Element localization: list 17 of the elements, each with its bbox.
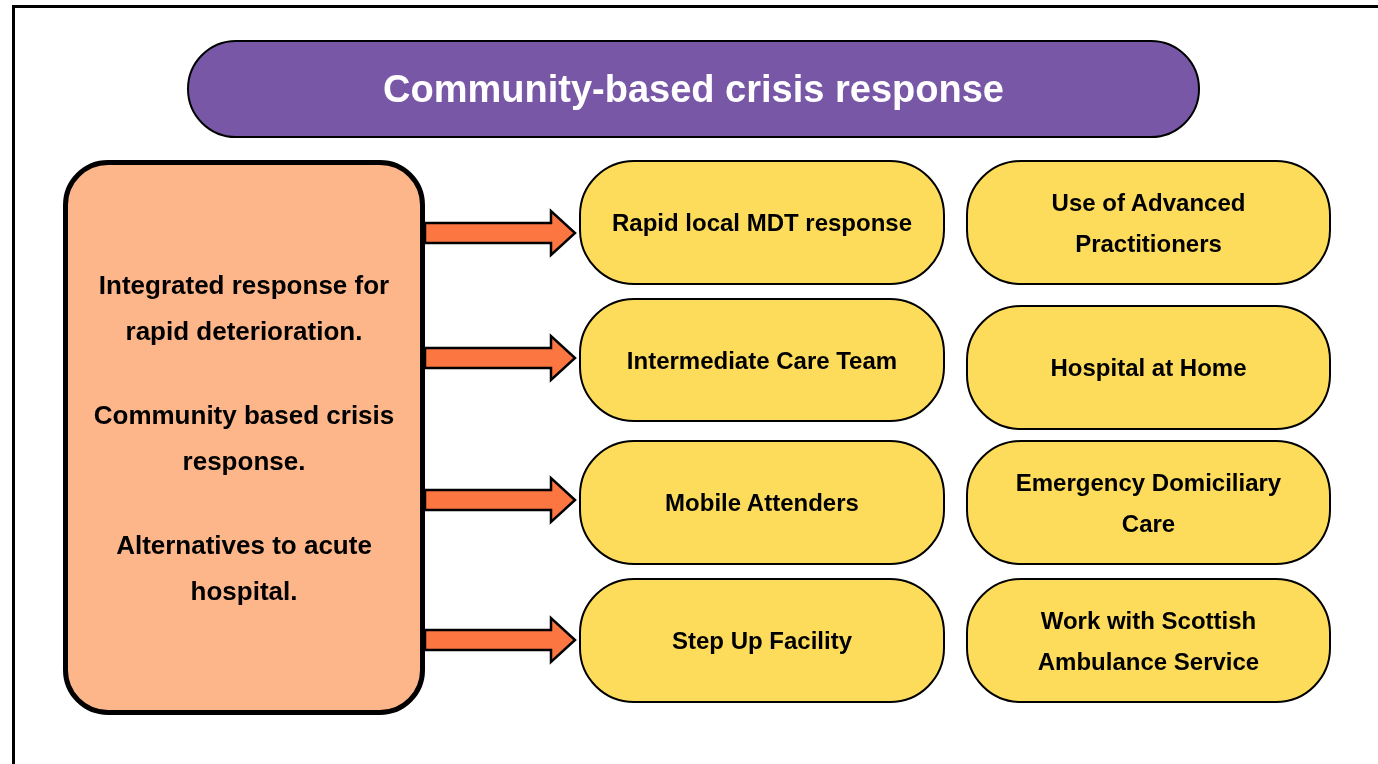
summary-box	[63, 160, 425, 715]
service-label: Emergency Domiciliary Care	[1014, 467, 1283, 539]
service-label: Step Up Facility	[671, 626, 852, 656]
block-arrow	[423, 208, 577, 258]
block-arrow	[423, 475, 577, 525]
service-label: Rapid local MDT response	[611, 208, 913, 238]
block-arrow	[423, 333, 577, 383]
service-label: Work with Scottish Ambulance Service	[1036, 605, 1261, 677]
summary-text: Integrated response for rapid deterioration.	[97, 268, 391, 348]
block-arrow	[423, 615, 577, 665]
service-label: Mobile Attenders	[665, 488, 859, 518]
summary-text: Community based crisis response.	[92, 398, 396, 478]
service-label: Use of Advanced Practitioners	[1050, 187, 1247, 259]
service-label: Intermediate Care Team	[626, 345, 898, 376]
title-banner: Community-based crisis response	[187, 40, 1200, 138]
summary-text: Alternatives to acute hospital.	[115, 528, 373, 608]
service-label: Hospital at Home	[1050, 353, 1247, 383]
